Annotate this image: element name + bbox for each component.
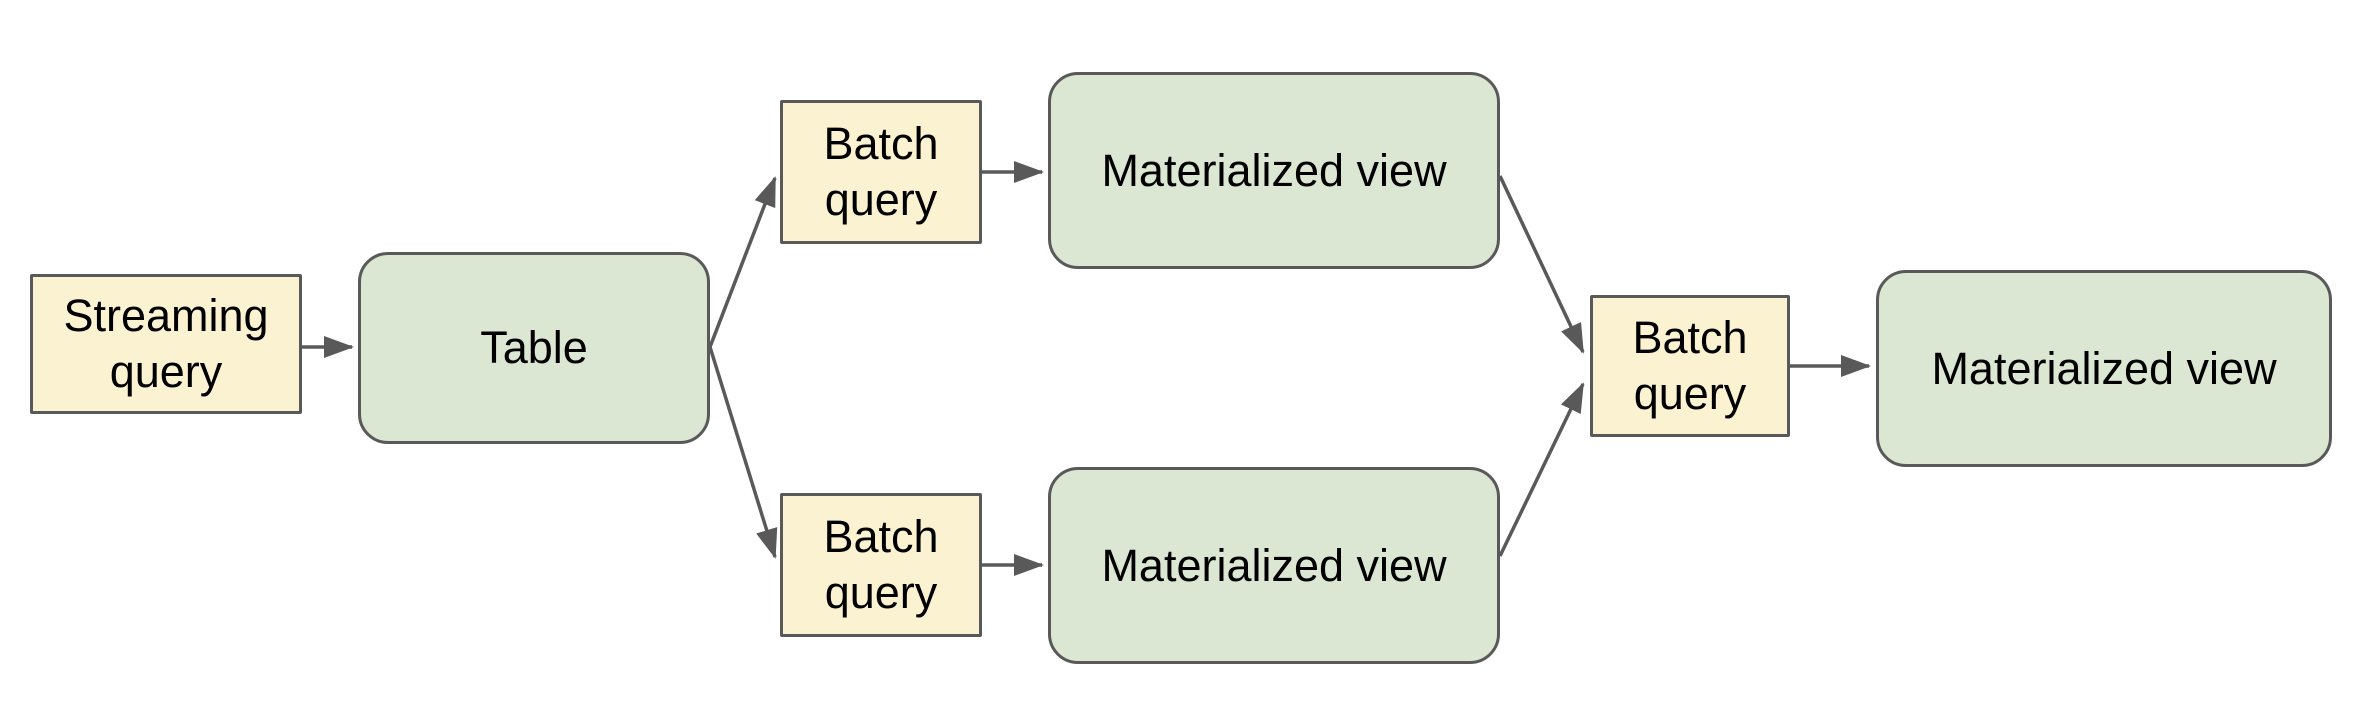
node-label: Streaming query <box>63 290 269 397</box>
node-table: Table <box>358 252 710 444</box>
node-batch-query-right: Batch query <box>1590 295 1790 437</box>
node-label: Materialized view <box>1931 342 2277 394</box>
node-materialized-view-bottom: Materialized view <box>1048 467 1500 664</box>
edge-table-to-batch-query-bottom <box>708 346 778 559</box>
node-materialized-view-top: Materialized view <box>1048 72 1500 269</box>
edge-materialized-view-bottom-to-batch-query-right <box>1498 382 1585 557</box>
node-label: Batch query <box>823 118 939 225</box>
node-label: Batch query <box>1632 312 1748 419</box>
node-label: Materialized view <box>1101 539 1447 591</box>
node-label: Materialized view <box>1101 144 1447 196</box>
edge-materialized-view-top-to-batch-query-right <box>1498 175 1585 354</box>
node-batch-query-bottom: Batch query <box>780 493 982 637</box>
node-label: Batch query <box>823 511 939 618</box>
node-materialized-view-right: Materialized view <box>1876 270 2332 467</box>
node-streaming-query: Streaming query <box>30 274 302 414</box>
node-batch-query-top: Batch query <box>780 100 982 244</box>
edge-table-to-batch-query-top <box>708 176 777 348</box>
node-label: Table <box>480 322 588 374</box>
